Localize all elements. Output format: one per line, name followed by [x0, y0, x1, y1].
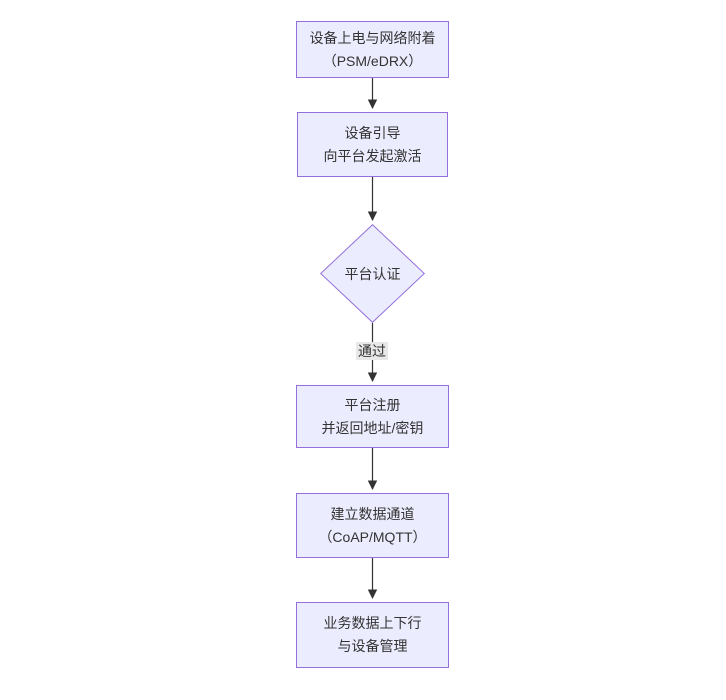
decision-label: 平台认证	[344, 265, 401, 282]
node-label-line: 并返回地址/密钥	[321, 419, 424, 436]
node-label-line: （CoAP/MQTT）	[318, 528, 427, 545]
node-business-data: 业务数据上下行 与设备管理	[296, 602, 449, 668]
diamond-shape	[320, 224, 425, 323]
node-device-bootstrap: 设备引导 向平台发起激活	[297, 112, 448, 177]
node-label-line: 设备引导	[344, 124, 401, 141]
node-label-line: 平台注册	[344, 396, 401, 413]
node-data-channel: 建立数据通道 （CoAP/MQTT）	[296, 493, 449, 558]
node-label-line: 业务数据上下行	[323, 615, 422, 631]
node-label-line: 向平台发起激活	[323, 147, 422, 164]
decision-platform-auth: 平台认证	[320, 224, 425, 323]
node-label-line: 设备上电与网络附着	[309, 29, 436, 46]
node-label-line: （PSM/eDRX）	[322, 52, 423, 69]
node-label-line: 建立数据通道	[330, 505, 415, 522]
node-label-line: 与设备管理	[337, 638, 408, 654]
edge-label-pass: 通过	[356, 342, 388, 360]
node-platform-register: 平台注册 并返回地址/密钥	[296, 385, 449, 448]
node-power-network-attach: 设备上电与网络附着 （PSM/eDRX）	[296, 21, 449, 78]
